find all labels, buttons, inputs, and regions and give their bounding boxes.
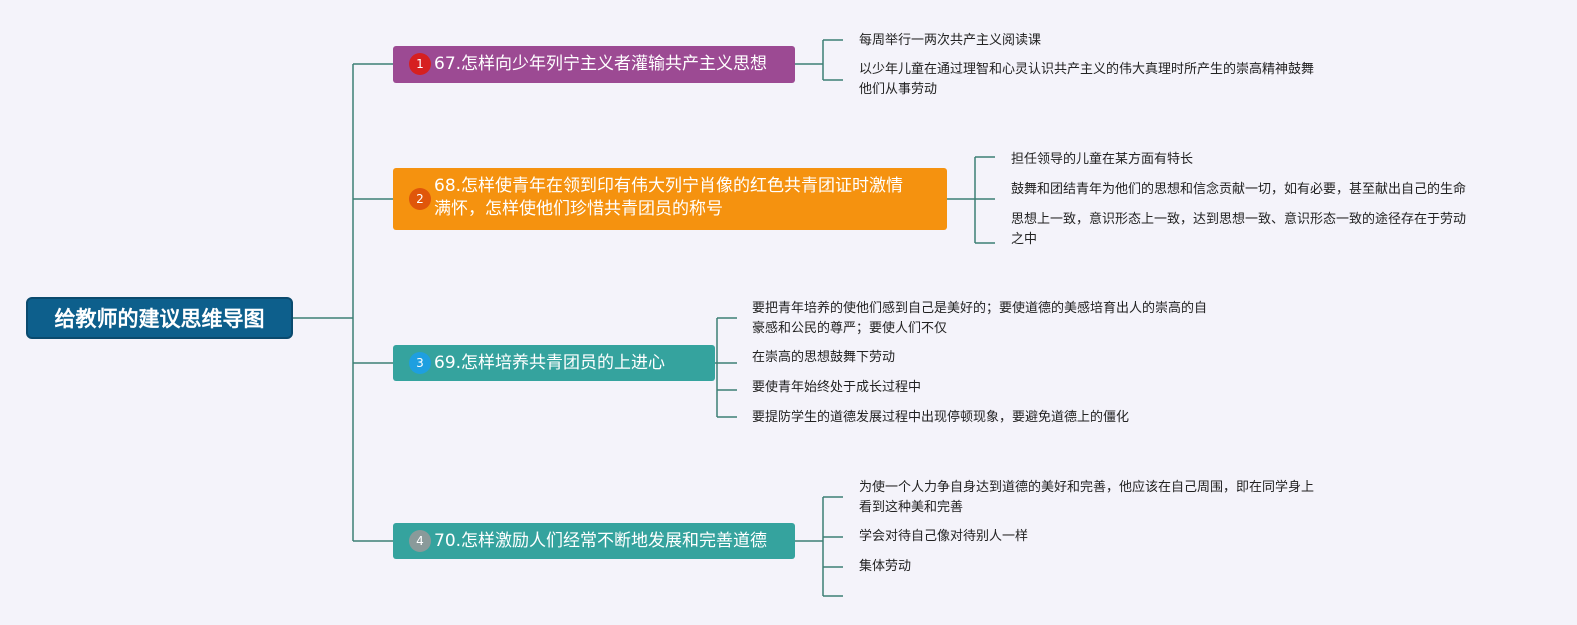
leaf-node[interactable]: 要使青年始终处于成长过程中	[752, 378, 921, 398]
root-title: 给教师的建议思维导图	[54, 307, 265, 331]
leaf-node[interactable]: 鼓舞和团结青年为他们的思想和信念贡献一切，如有必要，甚至献出自己的生命	[1011, 180, 1466, 200]
leaf-text: 要提防学生的道德发展过程中出现停顿现象，要避免道德上的僵化	[752, 410, 1130, 425]
leaf-node[interactable]: 学会对待自己像对待别人一样	[859, 527, 1028, 547]
leaf-node[interactable]: 要提防学生的道德发展过程中出现停顿现象，要避免道德上的僵化	[752, 408, 1129, 428]
branch-node-70[interactable]: 4 70.怎样激励人们经常不断地发展和完善道德	[393, 523, 795, 559]
number-badge-icon: 3	[409, 352, 431, 374]
branch-node-68[interactable]: 2 68.怎样使青年在领到印有伟大列宁肖像的红色共青团证时激情 满怀，怎样使他们…	[393, 168, 947, 230]
leaf-node[interactable]: 要把青年培养的使他们感到自己是美好的；要使道德的美感培育出人的崇高的自 豪感和公…	[752, 299, 1207, 339]
leaf-node[interactable]: 在崇高的思想鼓舞下劳动	[752, 348, 895, 368]
leaf-text: 要使青年始终处于成长过程中	[752, 380, 922, 395]
leaf-text: 每周举行一两次共产主义阅读课	[859, 33, 1042, 48]
branch-title: 69.怎样培养共青团员的上进心	[434, 352, 666, 373]
branch-node-67[interactable]: 1 67.怎样向少年列宁主义者灌输共产主义思想	[393, 46, 795, 83]
branch-node-69[interactable]: 3 69.怎样培养共青团员的上进心	[393, 345, 715, 381]
branch-title-line: 68.怎样使青年在领到印有伟大列宁肖像的红色共青团证时激情	[434, 176, 904, 196]
branch-title: 70.怎样激励人们经常不断地发展和完善道德	[434, 530, 768, 551]
leaf-text: 他们从事劳动	[859, 82, 938, 97]
leaf-node[interactable]: 以少年儿童在通过理智和心灵认识共产主义的伟大真理时所产生的崇高精神鼓舞 他们从事…	[859, 60, 1314, 100]
leaf-text: 担任领导的儿童在某方面有特长	[1011, 152, 1194, 167]
leaf-text: 集体劳动	[859, 559, 912, 574]
leaf-node[interactable]: 集体劳动	[859, 557, 911, 577]
leaf-text: 以少年儿童在通过理智和心灵认识共产主义的伟大真理时所产生的崇高精神鼓舞	[859, 62, 1315, 77]
leaf-text: 在崇高的思想鼓舞下劳动	[752, 350, 896, 365]
leaf-node[interactable]: 为使一个人力争自身达到道德的美好和完善，他应该在自己周围，即在同学身上 看到这种…	[859, 478, 1314, 518]
number-badge-icon: 1	[409, 53, 431, 75]
leaf-node[interactable]: 思想上一致，意识形态上一致，达到思想一致、意识形态一致的途径存在于劳动 之中	[1011, 210, 1466, 250]
leaf-text: 学会对待自己像对待别人一样	[859, 529, 1029, 544]
leaf-node[interactable]: 每周举行一两次共产主义阅读课	[859, 31, 1041, 51]
branch-title-line: 满怀，怎样使他们珍惜共青团员的称号	[434, 199, 723, 219]
leaf-text: 思想上一致，意识形态上一致，达到思想一致、意识形态一致的途径存在于劳动	[1011, 212, 1467, 227]
leaf-text: 之中	[1011, 232, 1038, 247]
branch-title: 68.怎样使青年在领到印有伟大列宁肖像的红色共青团证时激情 满怀，怎样使他们珍惜…	[434, 175, 941, 221]
leaf-node[interactable]: 担任领导的儿童在某方面有特长	[1011, 150, 1193, 170]
leaf-text: 豪感和公民的尊严；要使人们不仅	[752, 321, 948, 336]
leaf-text: 要把青年培养的使他们感到自己是美好的；要使道德的美感培育出人的崇高的自	[752, 301, 1208, 316]
branch-title: 67.怎样向少年列宁主义者灌输共产主义思想	[434, 54, 768, 74]
leaf-text: 为使一个人力争自身达到道德的美好和完善，他应该在自己周围，即在同学身上	[859, 480, 1315, 495]
root-node[interactable]: 给教师的建议思维导图	[26, 297, 293, 339]
number-badge-icon: 4	[409, 530, 431, 552]
leaf-text: 鼓舞和团结青年为他们的思想和信念贡献一切，如有必要，甚至献出自己的生命	[1011, 182, 1467, 197]
number-badge-icon: 2	[409, 188, 431, 210]
leaf-text: 看到这种美和完善	[859, 500, 964, 515]
